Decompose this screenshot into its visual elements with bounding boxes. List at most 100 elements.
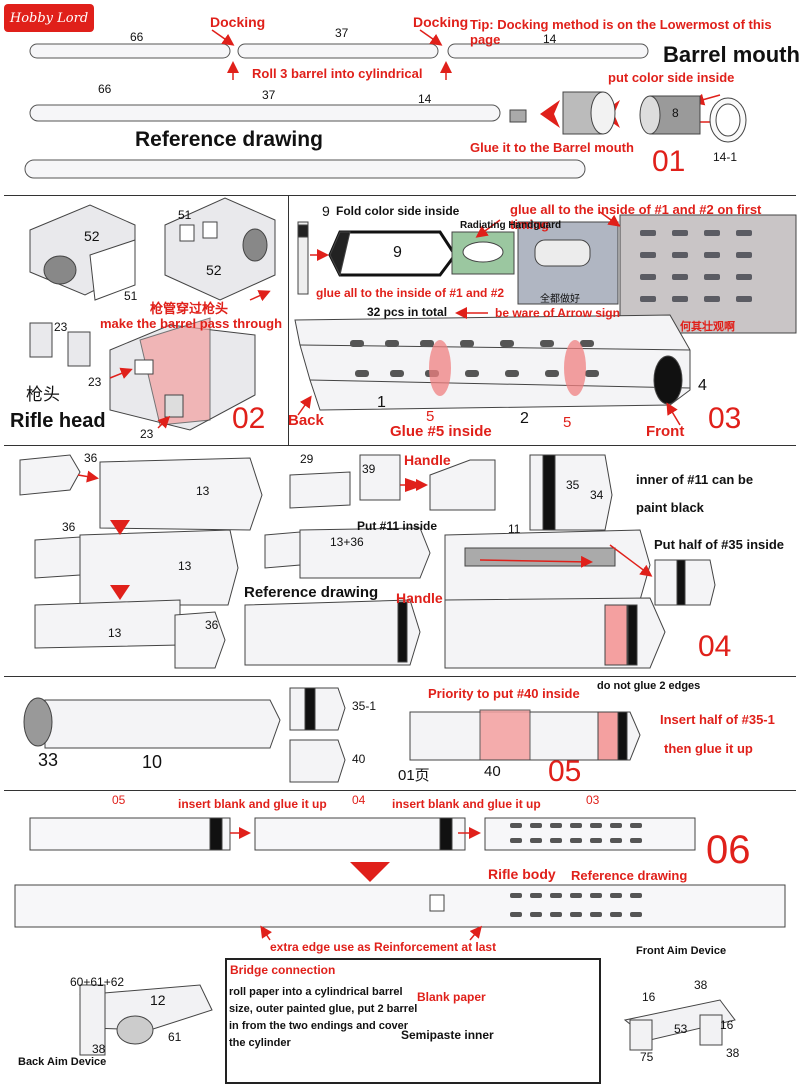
- make-barrel-instruction: make the barrel pass through: [100, 316, 283, 331]
- blank-paper-label: Blank paper: [417, 990, 486, 1004]
- part-number: 14: [543, 32, 557, 46]
- part-number: 36: [84, 451, 98, 465]
- do-not-glue-note: do not glue 2 edges: [597, 680, 701, 692]
- front-aim-label: Front Aim Device: [636, 945, 727, 957]
- part-number: 9: [393, 244, 402, 261]
- part-number: 16: [720, 1018, 734, 1032]
- part-number: 40: [352, 752, 366, 766]
- put-color-instruction: put color side inside: [608, 70, 735, 85]
- roll-instruction: Roll 3 barrel into cylindrical: [252, 66, 423, 81]
- step-number: 05: [548, 755, 582, 788]
- part-number: 1: [377, 394, 386, 411]
- put11-instruction: Put #11 inside: [357, 519, 438, 533]
- step-number: 04: [698, 630, 732, 663]
- bridge-text-line: size, outer painted glue, put 2 barrel: [229, 1003, 418, 1015]
- part-number: 38: [92, 1042, 106, 1056]
- section-ref: 03: [586, 793, 600, 807]
- bridge-text-line: the cylinder: [229, 1037, 291, 1049]
- part-number: 13: [178, 559, 192, 573]
- cn-barrel-note: 枪管穿过枪头: [150, 301, 229, 316]
- part-number: 34: [590, 488, 604, 502]
- part-number: 75: [640, 1050, 654, 1064]
- part-number: 13+36: [330, 535, 364, 549]
- step-number: 02: [232, 402, 266, 435]
- section-divider: [4, 195, 796, 196]
- bridge-title: Bridge connection: [230, 963, 336, 977]
- section-divider: [288, 195, 289, 445]
- step-number: 01: [652, 145, 686, 178]
- part-number: 61: [168, 1030, 182, 1044]
- part-number: 51: [178, 208, 192, 222]
- part-number: 36: [205, 618, 219, 632]
- step-number: 03: [708, 402, 742, 435]
- reference-title: Reference drawing: [571, 868, 688, 883]
- semipaste-label: Semipaste inner: [401, 1028, 494, 1042]
- reference-title: Reference drawing: [135, 128, 323, 151]
- part-number: 33: [38, 750, 59, 770]
- part-number: 16: [642, 990, 656, 1004]
- part-number: 38: [726, 1046, 740, 1060]
- barrel-mouth-title: Barrel mouth: [663, 42, 800, 67]
- part-number: 53: [674, 1022, 688, 1036]
- insert-half-instruction: Insert half of #35-1: [660, 712, 775, 727]
- glue5-instruction: Glue #5 inside: [390, 423, 492, 440]
- bridge-text-line: roll paper into a cylindrical barrel: [229, 986, 403, 998]
- section-divider: [4, 790, 796, 791]
- glue-all-instruction: glue all to the inside of #1 and #2: [316, 286, 505, 300]
- then-glue-instruction: then glue it up: [664, 741, 753, 756]
- barrel-tubes: [24, 43, 649, 179]
- part-number: 39: [362, 462, 376, 476]
- tip-text: Tip: Docking method is on the Lowermost …: [470, 17, 772, 47]
- part-number: 5: [563, 414, 572, 431]
- part-number: 66: [130, 30, 144, 44]
- part-number: 11: [508, 522, 521, 536]
- bridge-text-line: in from the two endings and cover: [229, 1020, 409, 1032]
- bridge-connection-box: [225, 958, 601, 1084]
- part-number: 36: [62, 520, 76, 534]
- part-number: 23: [88, 375, 102, 389]
- rifle-head-title: Rifle head: [10, 410, 106, 432]
- extra-edge-note: extra edge use as Reinforcement at last: [270, 940, 497, 954]
- part-number: 52: [206, 262, 222, 278]
- docking-label: Docking: [210, 14, 266, 30]
- section-divider: [4, 445, 796, 446]
- fold-instruction: Fold color side inside: [336, 204, 460, 218]
- photo-caption: 何其壮观啊: [680, 321, 735, 333]
- inner11-note: inner of #11 can be: [636, 472, 754, 487]
- part-number: 60+61+62: [70, 975, 125, 989]
- part-number: 52: [84, 228, 100, 244]
- part-number: 37: [262, 88, 276, 102]
- pcs-count: 32 pcs in total: [367, 305, 448, 319]
- beware-note: be ware of Arrow sign: [495, 306, 620, 320]
- part-number: 35-1: [352, 699, 377, 713]
- part-number: 66: [98, 82, 112, 96]
- rifle-body-title: Rifle body: [488, 866, 556, 882]
- part-number: 2: [520, 410, 529, 427]
- part-number: 12: [150, 992, 166, 1008]
- priority-instruction: Priority to put #40 inside: [428, 686, 580, 701]
- handle-label: Handle: [404, 452, 451, 468]
- cn-head-label: 枪头: [26, 385, 60, 404]
- handle-label: Handle: [396, 590, 443, 606]
- step-number: 06: [706, 828, 751, 872]
- glue-mouth-instruction: Glue it to the Barrel mouth: [470, 140, 634, 155]
- page-label: 01页: [398, 767, 430, 784]
- insert-blank-instruction: insert blank and glue it up: [178, 797, 327, 811]
- part-number: 9: [322, 203, 330, 219]
- section-ref: 04: [352, 793, 366, 807]
- reference-title: Reference drawing: [244, 584, 379, 601]
- part-number: 13: [196, 484, 210, 498]
- front-label: Front: [646, 423, 685, 440]
- part-number: 37: [335, 26, 349, 40]
- part-number: 13: [108, 626, 122, 640]
- back-aim-label: Back Aim Device: [18, 1056, 107, 1068]
- put-half-instruction: Put half of #35 inside: [654, 537, 785, 552]
- part-number: 51: [124, 289, 138, 303]
- insert-blank-instruction: insert blank and glue it up: [392, 797, 541, 811]
- part-number: 29: [300, 452, 314, 466]
- part-number: 14-1: [713, 150, 738, 164]
- part-number: 23: [140, 427, 154, 441]
- docking-label: Docking: [413, 14, 469, 30]
- part-number: 4: [698, 377, 707, 394]
